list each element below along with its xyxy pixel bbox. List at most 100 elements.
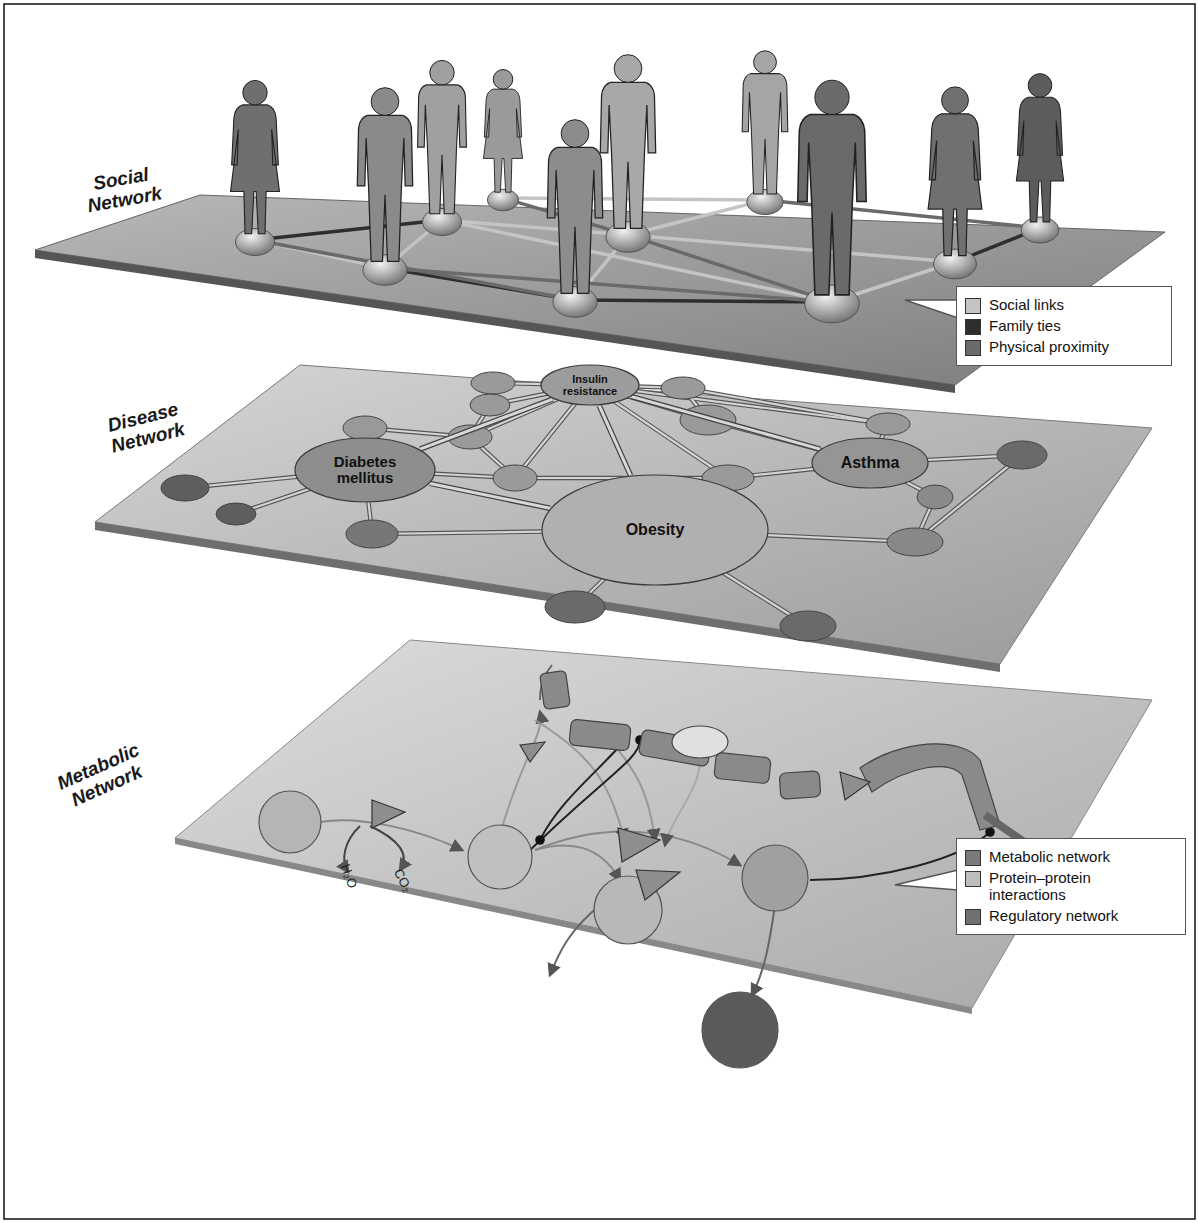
social-link [255, 220, 442, 240]
social-link [628, 235, 832, 302]
disease-node [161, 475, 209, 501]
person-body [483, 89, 522, 192]
disease-node [866, 413, 910, 435]
connector [599, 406, 630, 476]
plane-title: Disease Network [92, 396, 199, 461]
legend-swatch [965, 871, 981, 887]
drawing-part [665, 760, 700, 845]
disease-plane [95, 365, 1152, 672]
person-body [231, 105, 280, 234]
person-head [493, 70, 513, 90]
person-head [815, 80, 849, 114]
drawing-part [840, 772, 870, 800]
node-sphere [363, 255, 407, 286]
person-figure [357, 88, 412, 286]
drawing-part [468, 825, 532, 889]
enzyme-triangles [372, 742, 870, 900]
person-figure [1016, 74, 1063, 243]
social-link [385, 268, 832, 302]
connector [420, 399, 553, 449]
social-link [628, 200, 765, 235]
drawing-part [636, 870, 680, 900]
person-head [243, 80, 267, 104]
node-sphere [236, 229, 275, 256]
drawing-part [742, 845, 808, 911]
node-ellipse [295, 438, 435, 502]
legend-label: Family ties [989, 317, 1061, 334]
disease-node [346, 520, 398, 548]
disease-node [471, 372, 515, 394]
disease-node: Insulin resistance [540, 364, 640, 406]
connector-outline [599, 406, 630, 476]
person-head [561, 120, 589, 148]
person-body [1016, 97, 1063, 222]
drawing-part [520, 742, 545, 762]
drawing-part [540, 740, 625, 840]
person-head [614, 55, 642, 83]
drawing-part [95, 365, 1152, 664]
person-body [357, 115, 412, 261]
disease-node: Diabetes mellitus [294, 437, 436, 503]
people [231, 51, 1064, 323]
person-body [547, 147, 602, 293]
disease-node [493, 465, 537, 491]
drawing-part [752, 905, 775, 995]
person-head [754, 51, 777, 74]
legend-row: Physical proximity [965, 338, 1163, 356]
drawing-part [702, 992, 778, 1068]
drawing-part [372, 800, 405, 828]
node-sphere [1021, 217, 1059, 243]
drawing-part [540, 670, 571, 709]
legend-label: Protein–protein interactions [989, 869, 1159, 904]
node-label: Insulin resistance [555, 373, 625, 397]
drawing-part [860, 744, 1000, 830]
drawing-part [569, 719, 631, 751]
legend-swatch [965, 298, 981, 314]
disease-node [887, 528, 943, 556]
node-sphere [487, 189, 518, 211]
connector [430, 483, 550, 508]
connector-outline [430, 483, 550, 508]
connector-outline [632, 397, 820, 450]
disease-links [185, 383, 1022, 626]
legend-swatch [965, 909, 981, 925]
drawing-part [500, 712, 541, 835]
person-body [928, 114, 982, 256]
legend-box: Metabolic networkProtein–protein interac… [956, 838, 1186, 935]
person-head [371, 88, 399, 116]
drawing-part [618, 828, 660, 862]
legend-row: Protein–protein interactions [965, 869, 1177, 904]
person-figure [798, 80, 866, 323]
metabolic-illustration [320, 665, 990, 995]
protein-tubes [540, 670, 1030, 846]
legend-box: Social linksFamily tiesPhysical proximit… [956, 286, 1172, 366]
legend-label: Metabolic network [989, 848, 1110, 865]
legend-pointer [895, 870, 958, 890]
disease-node [917, 485, 953, 509]
legend-label: Social links [989, 296, 1064, 313]
social-link [442, 220, 832, 302]
person-head [430, 60, 454, 84]
connector-outline [420, 399, 553, 449]
disease-node [780, 611, 836, 641]
drawing-part [535, 845, 620, 880]
person-body [798, 114, 866, 294]
node-sphere [805, 285, 860, 323]
metabolite-circles [259, 791, 808, 1068]
social-link [628, 235, 955, 262]
disease-small-nodes [161, 372, 1047, 641]
node-ellipse [542, 475, 768, 585]
legend-swatch [965, 850, 981, 866]
disease-link-outline [915, 455, 1022, 542]
person-figure [418, 60, 467, 235]
person-body [742, 74, 788, 194]
node-sphere [423, 209, 462, 236]
node-sphere [606, 222, 650, 253]
legend-pointer [905, 300, 958, 318]
legend-row: Social links [965, 296, 1163, 314]
drawing-part [779, 771, 821, 800]
person-figure [600, 55, 655, 253]
person-head [942, 87, 969, 114]
